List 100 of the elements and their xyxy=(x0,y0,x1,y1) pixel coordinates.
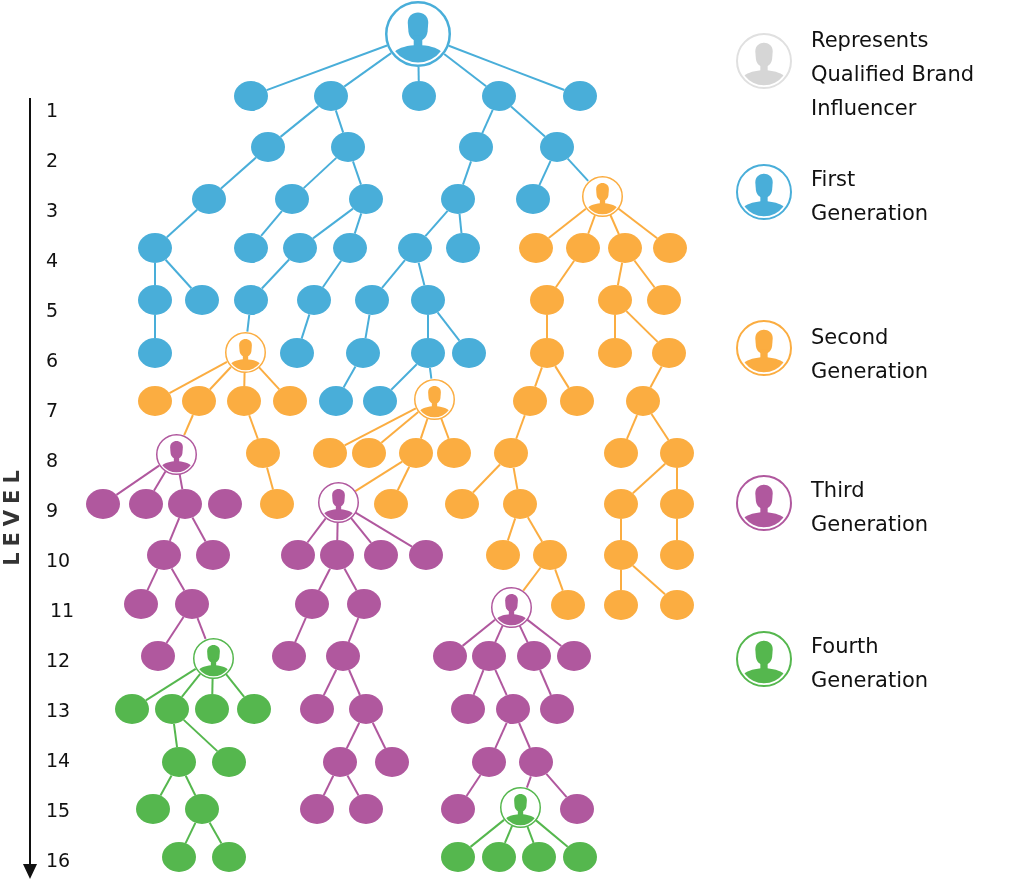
network-node xyxy=(182,386,216,416)
connector-line xyxy=(526,825,535,844)
network-node xyxy=(355,285,389,315)
network-node xyxy=(251,132,285,162)
network-node xyxy=(234,81,268,111)
network-node xyxy=(234,233,268,263)
connector-line xyxy=(510,105,546,138)
network-node xyxy=(374,489,408,519)
level-number: 16 xyxy=(46,848,71,871)
level-number: 4 xyxy=(46,248,59,271)
legend-label: Second Generation xyxy=(811,324,930,386)
network-node xyxy=(281,540,315,570)
network-node xyxy=(604,590,638,620)
connector-line xyxy=(364,313,371,340)
level-number: 13 xyxy=(46,698,71,721)
network-node xyxy=(313,438,347,468)
connector-line xyxy=(616,261,624,287)
network-node xyxy=(604,540,638,570)
network-node xyxy=(399,438,433,468)
connector-line xyxy=(345,721,361,750)
network-node xyxy=(409,540,443,570)
connector-line xyxy=(146,567,159,592)
network-node xyxy=(551,590,585,620)
level-number: 6 xyxy=(46,348,59,371)
connector-line xyxy=(447,44,566,92)
connector-line xyxy=(631,564,667,596)
network-node xyxy=(433,641,467,671)
network-node xyxy=(459,132,493,162)
connector-line xyxy=(539,669,552,696)
connector-line xyxy=(522,566,542,592)
connector-line xyxy=(170,567,186,592)
network-node xyxy=(441,184,475,214)
person-icon xyxy=(413,378,455,420)
connector-line xyxy=(494,668,508,697)
connector-line xyxy=(279,105,320,138)
network-node xyxy=(660,438,694,468)
connector-line xyxy=(472,669,485,696)
connector-line xyxy=(526,618,563,648)
connector-line xyxy=(322,668,338,697)
network-node xyxy=(441,794,475,824)
connector-line xyxy=(417,66,420,82)
network-node xyxy=(227,386,261,416)
connector-line xyxy=(265,44,389,92)
network-node xyxy=(660,540,694,570)
connector-line xyxy=(164,258,193,290)
network-node xyxy=(141,641,175,671)
network-node xyxy=(136,794,170,824)
connector-line xyxy=(650,413,670,441)
network-node xyxy=(660,590,694,620)
network-node xyxy=(185,285,219,315)
connector-line xyxy=(243,371,246,387)
connector-line xyxy=(443,53,488,88)
network-node xyxy=(472,747,506,777)
network-node xyxy=(375,747,409,777)
network-node xyxy=(486,540,520,570)
network-node xyxy=(212,842,246,872)
connector-line xyxy=(494,624,504,644)
network-node xyxy=(598,285,632,315)
level-number: 11 xyxy=(50,598,75,621)
connector-line xyxy=(336,521,339,541)
connector-line xyxy=(322,774,335,797)
network-node xyxy=(411,285,445,315)
connector-line xyxy=(196,617,207,640)
connector-line xyxy=(566,157,590,182)
connector-line xyxy=(300,313,311,340)
connector-line xyxy=(346,774,360,797)
network-node xyxy=(566,233,600,263)
level-number: 1 xyxy=(46,98,59,121)
axis-title: LEVEL xyxy=(1,464,23,566)
network-node xyxy=(295,589,329,619)
network-node xyxy=(138,233,172,263)
connector-line xyxy=(440,417,450,440)
connector-line xyxy=(165,616,185,644)
network-node xyxy=(331,132,365,162)
connector-line xyxy=(224,673,246,698)
level-number: 9 xyxy=(46,498,59,521)
connector-line xyxy=(184,821,197,845)
network-node xyxy=(516,184,550,214)
connector-line xyxy=(465,773,482,798)
connector-line xyxy=(257,366,281,391)
connector-line xyxy=(182,718,219,753)
person-icon xyxy=(385,1,451,67)
network-node xyxy=(364,540,398,570)
network-node xyxy=(446,233,480,263)
connector-line xyxy=(518,722,531,749)
connector-line xyxy=(306,517,327,544)
connector-line xyxy=(343,52,393,88)
connector-line xyxy=(526,516,544,543)
network-node xyxy=(168,489,202,519)
network-node xyxy=(513,386,547,416)
connector-line xyxy=(168,360,228,395)
connector-line xyxy=(152,470,167,492)
connector-line xyxy=(419,417,429,440)
network-node xyxy=(300,794,334,824)
network-node xyxy=(452,338,486,368)
network-node xyxy=(363,386,397,416)
network-node xyxy=(560,794,594,824)
network-node xyxy=(647,285,681,315)
connector-line xyxy=(208,365,232,391)
connector-line xyxy=(396,465,411,492)
